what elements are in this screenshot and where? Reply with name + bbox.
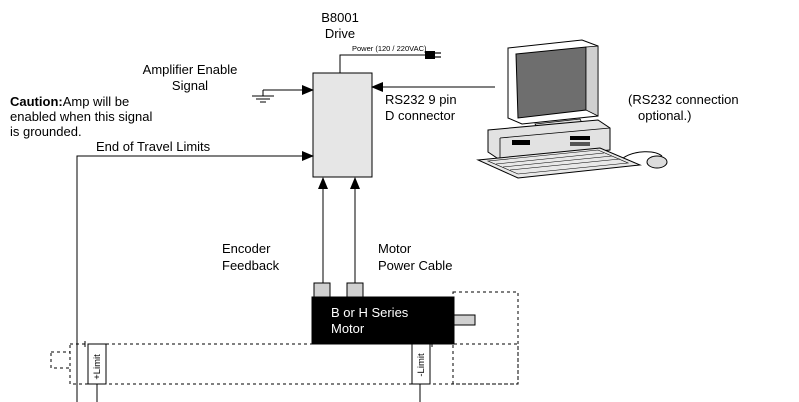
plus-limit-switch bbox=[87, 343, 107, 385]
motor-cables: Encoder Feedback Motor Power Cable bbox=[222, 177, 452, 283]
axis-rail-outline bbox=[69, 343, 519, 385]
encoder-line1: Encoder bbox=[222, 241, 271, 256]
rs232-line1: RS232 9 pin bbox=[385, 92, 457, 107]
computer-icon bbox=[476, 39, 668, 179]
power-label: Power (120 / 220VAC) bbox=[352, 44, 427, 53]
left-end-block-outline bbox=[50, 351, 71, 369]
drive-model-label: B8001 bbox=[321, 10, 359, 25]
motor-mount-outline bbox=[452, 291, 519, 385]
axis-stage-outline bbox=[50, 291, 519, 385]
motor-label-line1: B or H Series bbox=[331, 305, 409, 320]
enable-label-line1: Amplifier Enable bbox=[143, 62, 238, 77]
power-cable-line bbox=[339, 54, 425, 73]
motor-cable-line1: Motor bbox=[378, 241, 412, 256]
caution-note: Caution:Amp will be enabled when this si… bbox=[10, 94, 152, 139]
caution-line3: is grounded. bbox=[10, 124, 82, 139]
motor-cable-line2: Power Cable bbox=[378, 258, 452, 273]
minus-limit-label: -Limit bbox=[416, 353, 427, 377]
motor-group: B or H Series Motor bbox=[311, 282, 476, 345]
power-plug-icon bbox=[425, 51, 441, 59]
rs232-group: RS232 9 pin D connector (RS232 connectio… bbox=[371, 82, 739, 123]
motor-shaft bbox=[453, 314, 476, 326]
power-connection: Power (120 / 220VAC) bbox=[339, 44, 441, 73]
encoder-connector bbox=[313, 282, 331, 298]
enable-signal-group: Amplifier Enable Signal bbox=[143, 62, 314, 103]
drive-label: Drive bbox=[325, 26, 355, 41]
limit-switches: +Limit -Limit bbox=[87, 343, 431, 402]
eot-line-left bbox=[76, 151, 314, 402]
enable-label-line2: Signal bbox=[172, 78, 208, 93]
plus-limit-label: +Limit bbox=[92, 354, 103, 380]
drive-group: B8001 Drive bbox=[312, 10, 373, 178]
eot-label: End of Travel Limits bbox=[96, 139, 211, 154]
ground-icon bbox=[252, 90, 274, 103]
rs232-note-line1: (RS232 connection bbox=[628, 92, 739, 107]
caution-line1: Caution:Amp will be bbox=[10, 94, 129, 109]
caution-line2: enabled when this signal bbox=[10, 109, 152, 124]
encoder-line2: Feedback bbox=[222, 258, 280, 273]
drive-box bbox=[312, 72, 373, 178]
rs232-note-line2: optional.) bbox=[638, 108, 691, 123]
motor-body bbox=[311, 296, 455, 345]
rs232-line2: D connector bbox=[385, 108, 456, 123]
caution-text-1: Amp will be bbox=[63, 94, 129, 109]
caution-prefix: Caution: bbox=[10, 94, 63, 109]
motor-label-line2: Motor bbox=[331, 321, 365, 336]
end-of-travel-group: End of Travel Limits bbox=[76, 139, 314, 402]
power-connector bbox=[346, 282, 364, 298]
minus-limit-switch bbox=[411, 343, 431, 385]
